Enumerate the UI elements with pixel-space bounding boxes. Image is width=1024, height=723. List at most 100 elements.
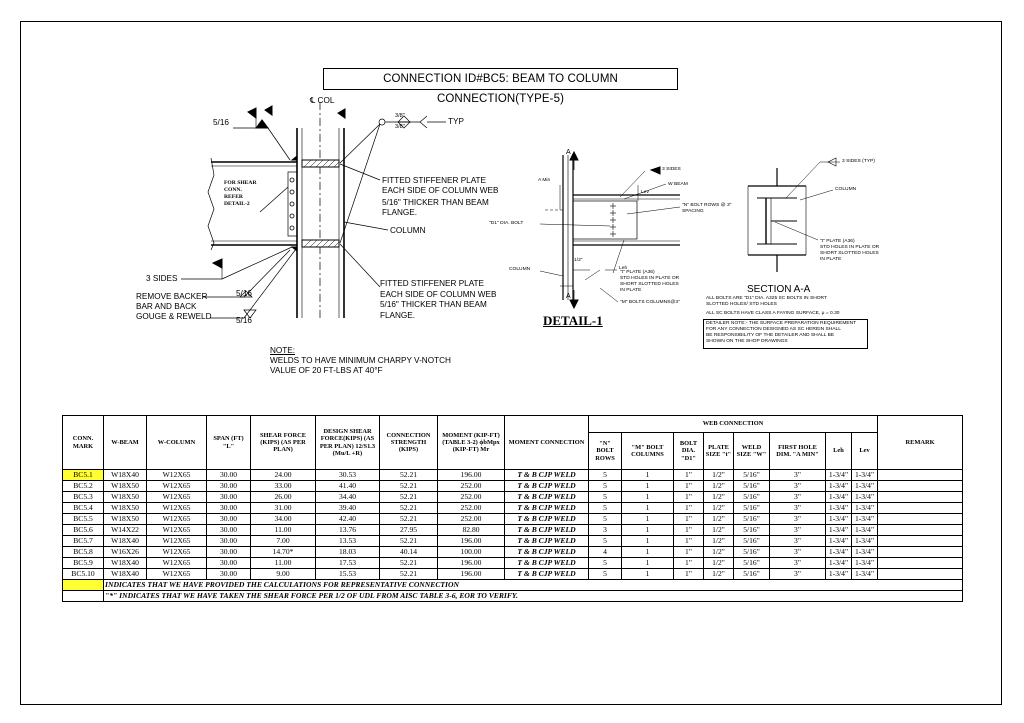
- cell-lev: 1-3/4": [850, 491, 879, 503]
- cell-first-hole: 3": [769, 535, 826, 547]
- cell-shear: 26.00: [250, 491, 316, 503]
- connection-schedule-table: CONN. MARK W-BEAM W-COLUMN SPAN (FT) "L"…: [62, 415, 964, 602]
- cell-shear: 24.00: [250, 469, 316, 481]
- table-header-row-1: CONN. MARK W-BEAM W-COLUMN SPAN (FT) "L"…: [62, 415, 964, 470]
- cell-bolt-dia: 1": [673, 557, 704, 569]
- cell-mark: BC5.2: [62, 480, 104, 492]
- cell-bolt-dia: 1": [673, 546, 704, 558]
- stiffener-top-line-3: 5/16" THICKER THAN BEAM: [382, 198, 489, 207]
- cell-strength: 40.14: [379, 546, 438, 558]
- cell-bolt-dia: 1": [673, 469, 704, 481]
- weld-size-b: 5/16: [236, 316, 252, 325]
- cell-remark: [877, 513, 964, 525]
- table-note-row-yellow: INDICATES THAT WE HAVE PROVIDED THE CALC…: [62, 579, 964, 591]
- cell-n-rows: 4: [588, 546, 622, 558]
- stiffener-bot-line-2: EACH SIDE OF COLUMN WEB: [380, 290, 497, 299]
- detail1-m-bolts: "M" BOLTS COLUMNS@3": [620, 300, 680, 305]
- cell-moment-connection: T & B CJP WELD: [504, 502, 589, 514]
- cell-beam: W16X26: [103, 546, 147, 558]
- cell-mark: BC5.6: [62, 524, 104, 536]
- backer-line-1: REMOVE BACKER: [136, 292, 208, 301]
- header-strength: CONNECTION STRENGTH (KIPS): [379, 415, 438, 470]
- column-label: COLUMN: [390, 226, 426, 235]
- header-first-hole: FIRST HOLE DIM. "A MIN": [769, 432, 826, 470]
- detail1-title: DETAIL-1: [543, 313, 603, 328]
- cell-strength: 27.95: [379, 524, 438, 536]
- cell-n-rows: 5: [588, 513, 622, 525]
- cell-mark: BC5.3: [62, 491, 104, 503]
- stiffener-top-line-2: EACH SIDE OF COLUMN WEB: [382, 186, 499, 195]
- header-m-cols: "M" BOLT COLUMNS: [621, 432, 674, 470]
- cell-shear: 34.00: [250, 513, 316, 525]
- cell-lev: 1-3/4": [850, 513, 879, 525]
- header-moment-connection: MOMENT CONNECTION: [504, 415, 589, 470]
- weld-size-top: 5/16: [213, 118, 229, 127]
- cell-remark: [877, 502, 964, 514]
- cell-leh: 1-3/4": [825, 491, 852, 503]
- cell-design-shear: 13.53: [315, 535, 380, 547]
- header-shear: SHEAR FORCE (KIPS) (AS PER PLAN): [250, 415, 316, 470]
- cell-column: W12X65: [146, 535, 207, 547]
- cell-column: W12X65: [146, 568, 207, 580]
- backer-line-2: BAR AND BACK: [136, 302, 197, 311]
- cell-weld: 5/16": [733, 524, 770, 536]
- shear-note-line-2: CONN.: [224, 187, 242, 193]
- cell-moment-connection: T & B CJP WELD: [504, 568, 589, 580]
- cell-shear: 9.00: [250, 568, 316, 580]
- cell-moment: 252.00: [437, 502, 505, 514]
- cell-m-cols: 1: [621, 513, 674, 525]
- cell-weld: 5/16": [733, 480, 770, 492]
- cell-moment: 252.00: [437, 491, 505, 503]
- detail1-d1-bolt: "D1" DIA. BOLT: [489, 221, 524, 226]
- cell-plate: 1/2": [703, 480, 734, 492]
- section-t-plate-4: IN PLATE: [820, 257, 842, 262]
- cell-bolt-dia: 1": [673, 513, 704, 525]
- cell-beam: W18X40: [103, 469, 147, 481]
- cell-beam: W18X50: [103, 502, 147, 514]
- detail1-a-min: A Min: [538, 178, 551, 183]
- cell-bolt-dia: 1": [673, 535, 704, 547]
- cell-leh: 1-3/4": [825, 469, 852, 481]
- cell-first-hole: 3": [769, 513, 826, 525]
- section-t-plate-1: "t" PLATE (A36): [820, 239, 855, 244]
- cell-weld: 5/16": [733, 513, 770, 525]
- weld-size-a: 5/16: [236, 289, 252, 298]
- header-plate: PLATE SIZE "t": [703, 432, 734, 470]
- cell-n-rows: 3: [588, 524, 622, 536]
- cell-plate: 1/2": [703, 469, 734, 481]
- cell-moment: 252.00: [437, 480, 505, 492]
- cell-leh: 1-3/4": [825, 546, 852, 558]
- cell-moment: 252.00: [437, 513, 505, 525]
- cell-column: W12X65: [146, 502, 207, 514]
- cell-plate: 1/2": [703, 557, 734, 569]
- cell-weld: 5/16": [733, 568, 770, 580]
- cell-remark: [877, 524, 964, 536]
- cell-moment: 196.00: [437, 535, 505, 547]
- cell-span: 30.00: [206, 568, 251, 580]
- header-beam: W-BEAM: [103, 415, 147, 470]
- header-column: W-COLUMN: [146, 415, 207, 470]
- cell-moment: 196.00: [437, 469, 505, 481]
- detail1-lev: Lev: [641, 190, 649, 195]
- note-line-1: WELDS TO HAVE MINIMUM CHARPY V-NOTCH: [270, 356, 451, 365]
- cell-n-rows: 5: [588, 469, 622, 481]
- cell-shear: 7.00: [250, 535, 316, 547]
- cell-lev: 1-3/4": [850, 502, 879, 514]
- cell-weld: 5/16": [733, 557, 770, 569]
- header-weld: WELD SIZE "W": [733, 432, 770, 470]
- cell-n-rows: 5: [588, 535, 622, 547]
- shear-note-line-4: DETAIL-2: [224, 201, 250, 207]
- detailer-note-4: SHOWN ON THE SHOP DRAWINGS: [706, 338, 788, 344]
- cell-beam: W18X50: [103, 491, 147, 503]
- cell-strength: 52.21: [379, 491, 438, 503]
- cell-mark: BC5.8: [62, 546, 104, 558]
- detail1-a-top: A: [566, 149, 571, 156]
- cell-lev: 1-3/4": [850, 546, 879, 558]
- cell-n-rows: 5: [588, 502, 622, 514]
- cell-plate: 1/2": [703, 524, 734, 536]
